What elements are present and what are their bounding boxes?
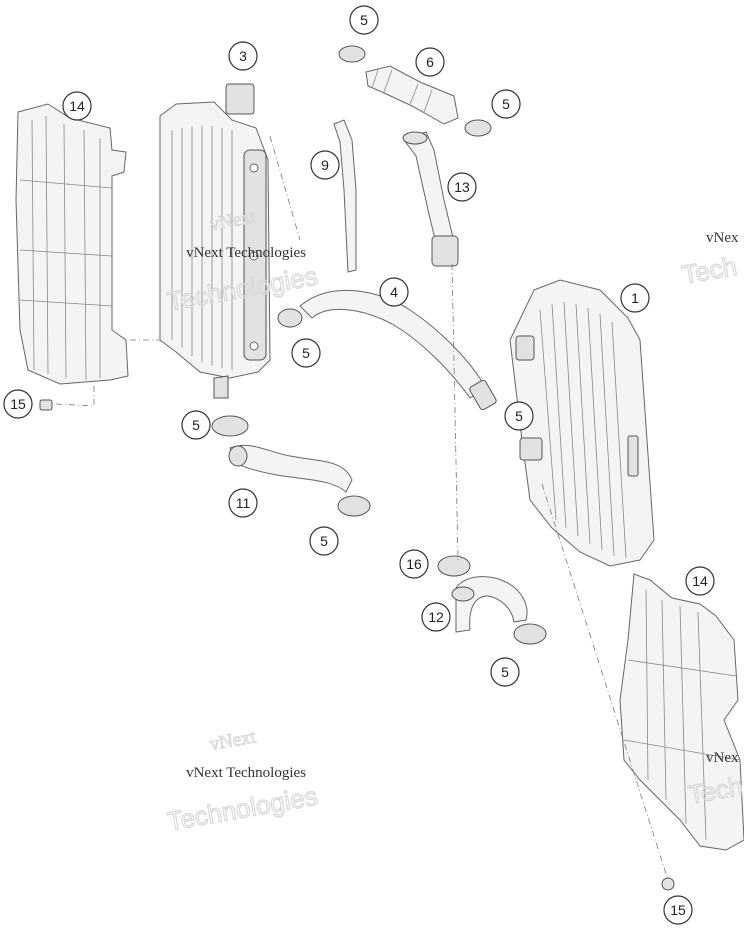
hose-clamps <box>211 45 547 645</box>
callout-5-lower-left: 5 <box>309 526 339 556</box>
callout-15-bottom: 15 <box>663 895 693 925</box>
svg-text:5: 5 <box>515 408 523 424</box>
callout-9: 9 <box>310 150 340 180</box>
hose-6 <box>365 65 459 125</box>
svg-text:9: 9 <box>321 157 329 173</box>
callout-3: 3 <box>228 41 258 71</box>
svg-text:5: 5 <box>501 664 509 680</box>
hose-12 <box>451 576 528 633</box>
svg-text:5: 5 <box>320 533 328 549</box>
svg-text:3: 3 <box>239 48 247 64</box>
svg-text:15: 15 <box>670 902 686 918</box>
svg-text:14: 14 <box>692 573 708 589</box>
svg-text:5: 5 <box>502 96 510 112</box>
callout-11: 11 <box>228 488 258 518</box>
watermark-edge-lower: vNex <box>706 750 739 766</box>
svg-text:6: 6 <box>426 54 434 70</box>
svg-text:vNext: vNext <box>208 726 258 755</box>
hose-9 <box>333 119 357 273</box>
watermark-edge-upper: vNex <box>706 230 739 246</box>
svg-text:Technologies: Technologies <box>165 781 320 837</box>
svg-text:15: 15 <box>10 396 26 412</box>
svg-text:5: 5 <box>360 12 368 28</box>
right-radiator-shroud <box>619 573 744 851</box>
svg-text:4: 4 <box>390 284 398 300</box>
callout-5-left: 5 <box>181 410 211 440</box>
callout-5-upper-right: 5 <box>491 89 521 119</box>
callout-5-mid-left: 5 <box>291 338 321 368</box>
svg-text:vNext Technologies: vNext Technologies <box>186 245 306 261</box>
svg-text:5: 5 <box>192 417 200 433</box>
callout-13: 13 <box>447 172 477 202</box>
svg-text:14: 14 <box>69 98 85 114</box>
callout-5-top: 5 <box>349 5 379 35</box>
callout-15-left: 15 <box>3 389 33 419</box>
callout-1: 1 <box>620 283 650 313</box>
left-radiator <box>159 83 271 399</box>
callout-5-bottom: 5 <box>490 657 520 687</box>
callout-12: 12 <box>421 602 451 632</box>
watermark-edge-upper-outline: Tech <box>680 251 739 290</box>
callout-4: 4 <box>379 277 409 307</box>
leader-lines <box>55 135 669 881</box>
svg-text:16: 16 <box>406 556 422 572</box>
svg-text:11: 11 <box>236 495 251 511</box>
svg-text:vNext Technologies: vNext Technologies <box>186 765 306 781</box>
callout-6: 6 <box>415 47 445 77</box>
callout-5-mid-right: 5 <box>504 401 534 431</box>
callout-14-left: 14 <box>62 91 92 121</box>
svg-text:5: 5 <box>302 345 310 361</box>
svg-text:12: 12 <box>428 609 444 625</box>
callout-16: 16 <box>399 549 429 579</box>
hose-13 <box>402 131 459 267</box>
left-radiator-shroud <box>15 103 129 385</box>
hose-11 <box>228 444 353 493</box>
svg-text:1: 1 <box>631 290 639 306</box>
watermark-lower: vNext Technologies vNext Technologies <box>164 726 320 837</box>
callout-14-right: 14 <box>685 566 715 596</box>
fasteners <box>39 399 675 891</box>
right-radiator <box>509 279 655 567</box>
svg-text:13: 13 <box>454 179 470 195</box>
